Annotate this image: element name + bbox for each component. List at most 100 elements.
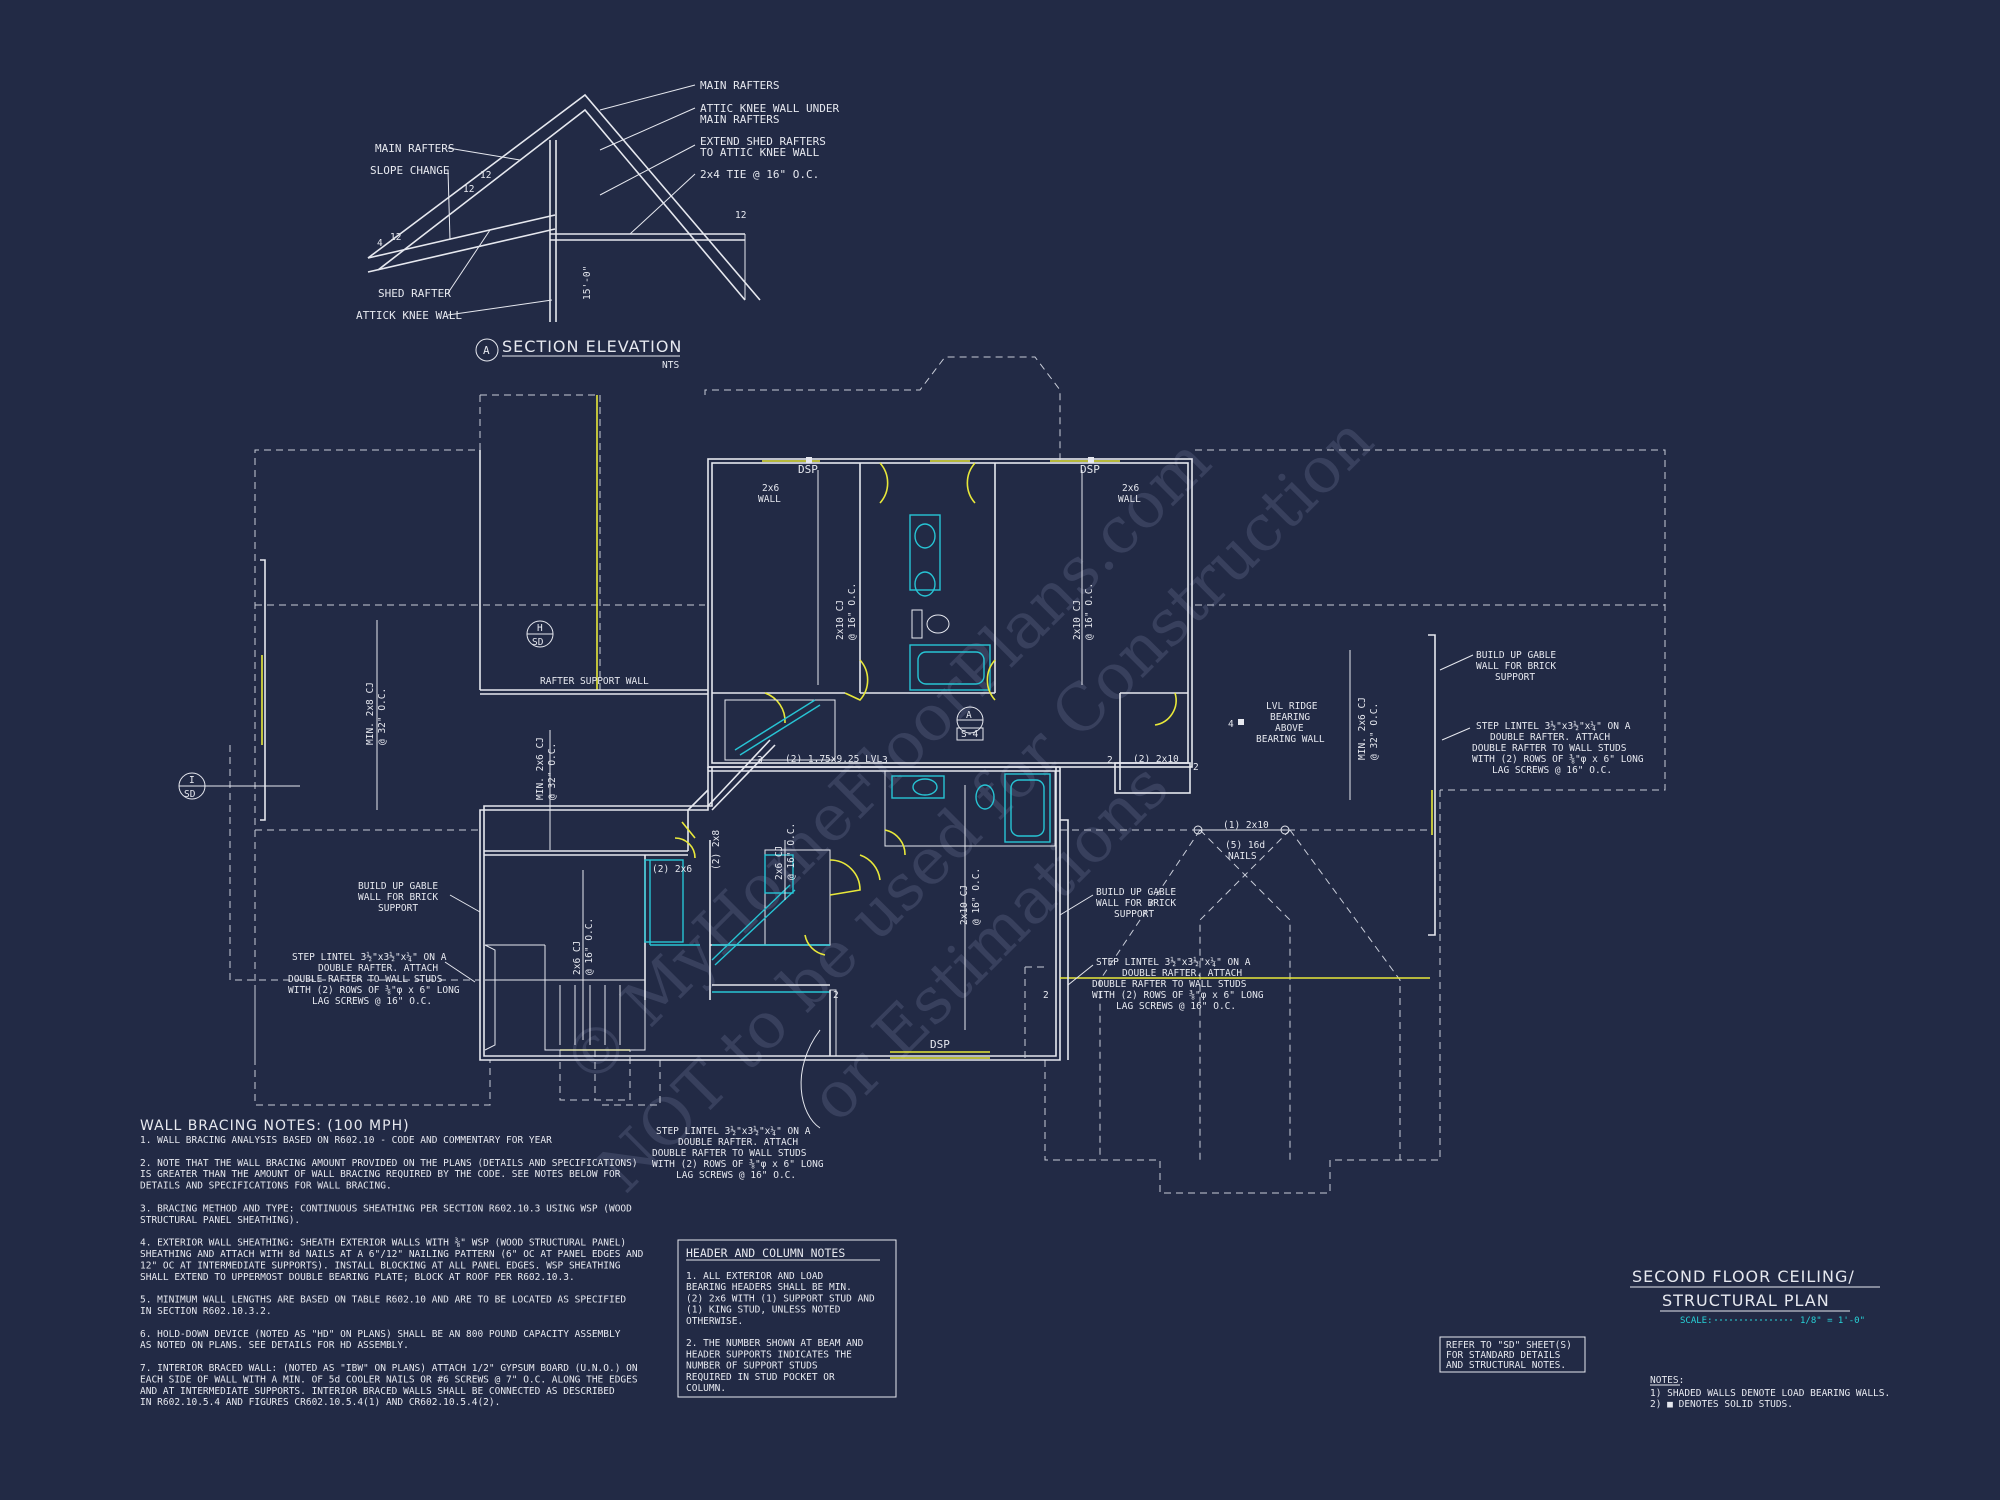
- section-marker: A: [483, 344, 490, 357]
- header-notes-line: NUMBER OF SUPPORT STUDS: [686, 1361, 818, 1372]
- refer-line3: AND STRUCTURAL NOTES.: [1446, 1360, 1566, 1371]
- wall-bracing-line: 7. INTERIOR BRACED WALL: (NOTED AS "IBW"…: [140, 1363, 638, 1374]
- wall-bracing-line: IN SECTION R602.10.3.2.: [140, 1306, 272, 1317]
- lvl-ridge-line4: BEARING WALL: [1256, 734, 1325, 745]
- height-dimension: 15'-0": [582, 266, 593, 300]
- wall-bracing-notes: WALL BRACING NOTES: (100 MPH) 1. WALL BR…: [140, 1118, 644, 1408]
- pitch-12d: 12: [735, 210, 746, 221]
- lintel-bottom-line5: LAG SCREWS @ 16" O.C.: [676, 1170, 796, 1181]
- lvl-label: (2) 1.75x9.25 LVL: [785, 754, 883, 765]
- cj-center-label: 2x10 CJ: [959, 885, 970, 925]
- cj-lower-label: 2x6 CJ: [572, 941, 583, 975]
- nails-line2: NAILS: [1228, 851, 1257, 862]
- header-notes-line: 2. THE NUMBER SHOWN AT BEAM AND: [686, 1338, 864, 1349]
- wall-2x6-right-line2: WALL: [1118, 494, 1141, 505]
- header-notes-line: (2) 2x6 WITH (1) SUPPORT STUD AND: [686, 1293, 875, 1304]
- slope-change-label: SLOPE CHANGE: [370, 164, 449, 177]
- section-h-bottom: SD: [532, 637, 544, 648]
- lintel-left-line3: DOUBLE RAFTER TO WALL STUDS: [288, 974, 443, 985]
- section-scale: NTS: [662, 360, 679, 371]
- section-i-top: I: [189, 775, 195, 786]
- gable-mid-line2: WALL FOR BRICK: [1096, 898, 1176, 909]
- section-i-bottom: SD: [184, 789, 196, 800]
- cj-far-left-spacing: @ 32" O.C.: [377, 688, 388, 745]
- wall-bracing-line: IS GREATER THAN THE AMOUNT OF WALL BRACI…: [140, 1169, 621, 1180]
- dsp-label-3: DSP: [930, 1038, 950, 1051]
- cj-left-spacing: @ 16" O.C.: [847, 583, 858, 640]
- scale-value: 1/8" = 1'-0": [1800, 1316, 1865, 1326]
- gable-left-line3: SUPPORT: [378, 903, 418, 914]
- rafter-support-label: RAFTER SUPPORT WALL: [540, 676, 649, 687]
- section-elevation-detail: MAIN RAFTERS SLOPE CHANGE SHED RAFTER AT…: [356, 79, 839, 371]
- cj-center-spacing: @ 16" O.C.: [971, 868, 982, 925]
- lintel-bottom-line4: WITH (2) ROWS OF ⅜"φ x 6" LONG: [652, 1159, 824, 1170]
- attick-knee-wall-label: ATTICK KNEE WALL: [356, 309, 462, 322]
- cj-lower-spacing: @ 16" O.C.: [584, 918, 595, 975]
- section-marker-circle: [475, 338, 499, 362]
- lintel-note-far-right: STEP LINTEL 3½"x3½"x¼" ON A DOUBLE RAFTE…: [1441, 721, 1644, 776]
- cj-right-label: 2x10 CJ: [1072, 600, 1083, 640]
- refer-line2: FOR STANDARD DETAILS: [1446, 1350, 1561, 1361]
- header-notes-line: (1) KING STUD, UNLESS NOTED: [686, 1305, 841, 1316]
- lintel-far-right-line3: DOUBLE RAFTER TO WALL STUDS: [1472, 743, 1627, 754]
- wall-bracing-line: 5. MINIMUM WALL LENGTHS ARE BASED ON TAB…: [140, 1295, 626, 1306]
- floor-plan: DSP DSP DSP 2x6 WALL 2x6 WALL 2x10 CJ @ …: [178, 356, 1666, 1194]
- lvl-post-1: 3: [757, 755, 763, 766]
- wall-bracing-line: EACH SIDE OF WALL WITH A MIN. OF 5d COOL…: [140, 1374, 638, 1385]
- header-notes-line: 1. ALL EXTERIOR AND LOAD: [686, 1271, 824, 1282]
- lvl-ridge-line2: BEARING: [1270, 712, 1310, 723]
- header-2x6-label: (2) 2x6: [652, 864, 692, 875]
- lintel-left-line4: WITH (2) ROWS OF ⅜"φ x 6" LONG: [288, 985, 460, 996]
- lintel-bottom-line1: STEP LINTEL 3½"x3½"x¼" ON A: [656, 1126, 811, 1137]
- lvl-ridge-studs: 4: [1228, 719, 1234, 730]
- gable-mid-line3: SUPPORT: [1114, 909, 1154, 920]
- cj-far-right-label: MIN. 2x6 CJ: [1357, 697, 1368, 760]
- wall-bracing-line: IN R602.10.5.4 AND FIGURES CR602.10.5.4(…: [140, 1397, 500, 1408]
- lintel-left-line1: STEP LINTEL 3½"x3½"x¼" ON A: [292, 952, 447, 963]
- header-notes-line: OTHERWISE.: [686, 1316, 743, 1327]
- cj-far-right-spacing: @ 32" O.C.: [1369, 703, 1380, 760]
- lvl-ridge-line3: ABOVE: [1275, 723, 1304, 734]
- cj-small-label: 2x6 CJ: [774, 846, 785, 880]
- plan-title-line2: STRUCTURAL PLAN: [1662, 1291, 1830, 1310]
- lintel-note-left: STEP LINTEL 3½"x3½"x¼" ON A DOUBLE RAFTE…: [288, 952, 476, 1007]
- beam-2x10-label: (1) 2x10: [1223, 820, 1269, 831]
- cj-right-spacing: @ 16" O.C.: [1084, 583, 1095, 640]
- lintel-far-right-line2: DOUBLE RAFTER. ATTACH: [1490, 732, 1610, 743]
- wall-bracing-line: SHEATHING AND ATTACH WITH 8d NAILS AT A …: [140, 1249, 644, 1260]
- dsp-label-2: DSP: [1080, 463, 1100, 476]
- pitch-12b: 12: [463, 184, 474, 195]
- header-column-notes: HEADER AND COLUMN NOTES 1. ALL EXTERIOR …: [677, 1239, 897, 1398]
- header-2x10-label: (2) 2x10: [1133, 754, 1179, 765]
- gable-mid-line1: BUILD UP GABLE: [1096, 887, 1176, 898]
- gable-left-line1: BUILD UP GABLE: [358, 881, 438, 892]
- post-2a: 2: [833, 990, 839, 1001]
- lvl-post-2: 3: [882, 755, 888, 766]
- wall-bracing-line: 6. HOLD-DOWN DEVICE (NOTED AS "HD" ON PL…: [140, 1329, 621, 1340]
- title-block: SECOND FLOOR CEILING/ STRUCTURAL PLAN SC…: [1439, 1267, 1890, 1410]
- pitch-12a: 12: [480, 170, 491, 181]
- header-notes-line: COLUMN.: [686, 1383, 726, 1394]
- header-post-2: 2: [1193, 762, 1199, 773]
- wall-2x6-left-line2: WALL: [758, 494, 781, 505]
- wall-bracing-line: 4. EXTERIOR WALL SHEATHING: SHEATH EXTER…: [140, 1238, 626, 1249]
- lintel-left-line5: LAG SCREWS @ 16" O.C.: [312, 996, 432, 1007]
- lintel-right-line1: STEP LINTEL 3½"x3½"x¼" ON A: [1096, 957, 1251, 968]
- gable-left-line2: WALL FOR BRICK: [358, 892, 438, 903]
- wall-bracing-line: AND AT INTERMEDIATE SUPPORTS. INTERIOR B…: [140, 1386, 615, 1397]
- nails-line1: (5) 16d: [1225, 840, 1265, 851]
- lintel-right-line5: LAG SCREWS @ 16" O.C.: [1116, 1001, 1236, 1012]
- extend-shed-line2: TO ATTIC KNEE WALL: [700, 146, 820, 159]
- section-h-top: H: [537, 623, 543, 634]
- dsp-label-1: DSP: [798, 463, 818, 476]
- pitch-12c: 12: [390, 232, 401, 243]
- watermark-line2: NOT to be used for Construction: [584, 403, 1388, 1207]
- attic-knee-wall-line1: ATTIC KNEE WALL UNDER: [700, 102, 839, 115]
- header-notes-line: BEARING HEADERS SHALL BE MIN.: [686, 1282, 852, 1293]
- cj-far-left-label: MIN. 2x8 CJ: [365, 682, 376, 745]
- wall-bracing-line: 3. BRACING METHOD AND TYPE: CONTINUOUS S…: [140, 1203, 632, 1214]
- scale-label: SCALE:: [1680, 1316, 1713, 1326]
- shed-rafter-label: SHED RAFTER: [378, 287, 451, 300]
- lintel-far-right-line5: LAG SCREWS @ 16" O.C.: [1492, 765, 1612, 776]
